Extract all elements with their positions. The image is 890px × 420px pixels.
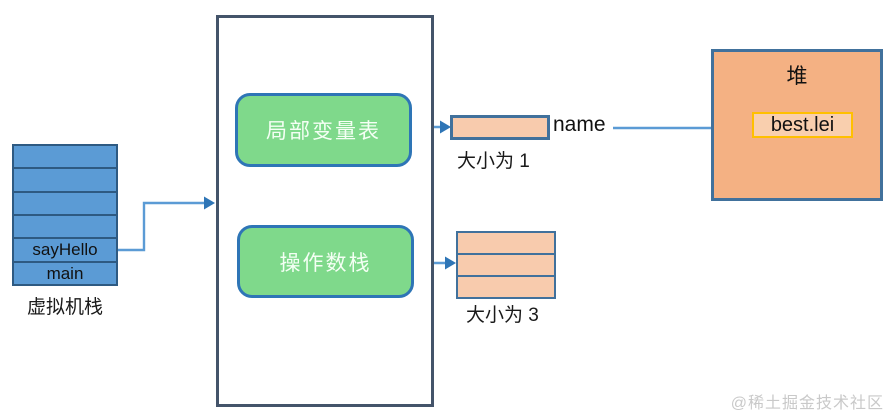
vm-stack-row: [14, 146, 116, 170]
heap-object-bestlei: best.lei: [752, 112, 853, 138]
variable-name-label: name: [553, 113, 606, 136]
vm-stack-row: [14, 192, 116, 216]
arrowhead-sayhello-to-frame: [204, 196, 215, 210]
arrow-sayhello-to-frame: [118, 201, 204, 252]
arrowhead-ops-to-slots: [445, 256, 456, 270]
heap-title: 堆: [786, 65, 808, 88]
local-variable-table-box: 局部变量表: [235, 93, 412, 167]
vm-stack: sayHello main: [12, 144, 118, 286]
operand-stack-box: 操作数栈: [237, 225, 414, 298]
local-variable-size-label: 大小为 1: [457, 151, 530, 172]
operand-slot: [458, 277, 554, 297]
vm-stack-row-main: main: [14, 262, 116, 284]
local-variable-table-label: 局部变量表: [266, 120, 381, 143]
operand-stack-slots: [456, 231, 556, 299]
vm-stack-row: [14, 169, 116, 193]
vm-stack-row-sayhello: sayHello: [14, 239, 116, 263]
stack-frame-rect: [216, 15, 434, 407]
vm-stack-label: 虚拟机栈: [26, 297, 103, 318]
operand-stack-label: 操作数栈: [279, 251, 372, 275]
local-variable-slot: [450, 115, 550, 140]
watermark: @稀土掘金技术社区: [730, 395, 884, 412]
vm-stack-row: [14, 215, 116, 240]
operand-stack-size-label: 大小为 3: [466, 305, 539, 326]
operand-slot: [458, 233, 554, 255]
heap-object-label: best.lei: [770, 113, 835, 136]
operand-slot: [458, 255, 554, 277]
